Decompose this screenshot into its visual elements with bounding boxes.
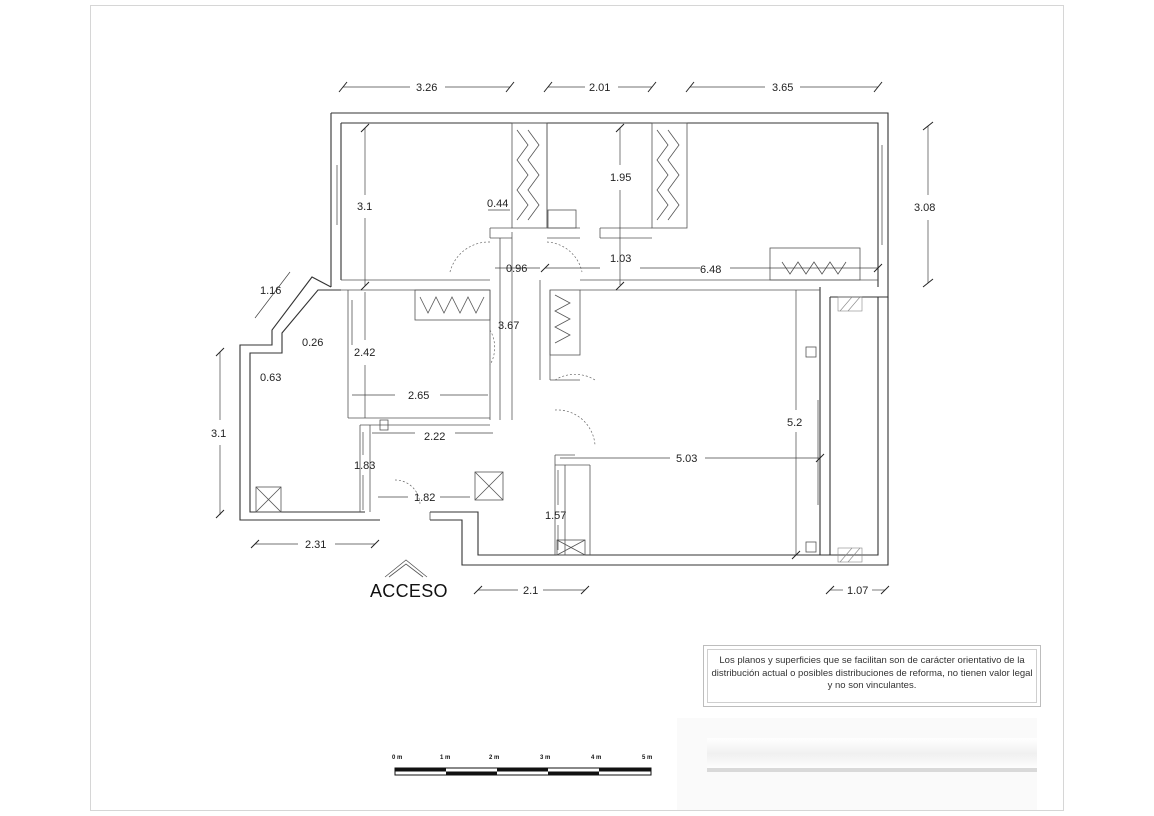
dim-top-3: 3.65 <box>772 82 793 94</box>
dim-kitchen-height: 3.1 <box>211 428 226 440</box>
dim-top-1: 3.26 <box>416 82 437 94</box>
disclaimer-box: Los planos y superficies que se facilita… <box>703 645 1041 707</box>
blurred-logo-area <box>677 718 1037 810</box>
disclaimer-text: Los planos y superficies que se facilita… <box>707 649 1037 703</box>
scale-label-4: 4 m <box>591 755 601 761</box>
scale-label-3: 3 m <box>540 755 550 761</box>
dim-entry-width: 1.82 <box>414 492 435 504</box>
dim-diag-wall: 1.16 <box>260 285 281 297</box>
dim-room-ml-height: 2.42 <box>354 347 375 359</box>
dim-room-ml-width: 2.65 <box>408 390 429 402</box>
dim-bath-width: 2.1 <box>523 585 538 597</box>
dim-right-height: 3.08 <box>914 202 935 214</box>
dim-hall-length: 3.67 <box>498 320 519 332</box>
access-label: ACCESO <box>370 581 448 601</box>
scale-label-5: 5 m <box>642 755 652 761</box>
blurred-logo-line <box>707 768 1037 772</box>
dim-closet-depth: 0.44 <box>487 198 508 210</box>
dim-hall-width: 0.96 <box>506 263 527 275</box>
blurred-logo <box>707 738 1037 770</box>
dim-living-width: 5.03 <box>676 453 697 465</box>
dim-mid-height: 1.95 <box>610 172 631 184</box>
door-swings <box>394 241 596 506</box>
dim-entry-height: 1.83 <box>354 460 375 472</box>
scale-label-1: 1 m <box>440 755 450 761</box>
dim-hall-gap: 1.03 <box>610 253 631 265</box>
dim-small-wall-2: 0.63 <box>260 372 281 384</box>
dim-small-wall-1: 0.26 <box>302 337 323 349</box>
dim-living-height: 5.2 <box>787 417 802 429</box>
dim-living-top-width: 6.48 <box>700 264 721 276</box>
scale-bar: 0 m 1 m 2 m 3 m 4 m 5 m <box>392 755 652 776</box>
dim-terrace-width: 1.07 <box>847 585 868 597</box>
scale-label-0: 0 m <box>392 755 402 761</box>
scale-label-2: 2 m <box>489 755 499 761</box>
dim-bath-height: 1.57 <box>545 510 566 522</box>
dimension-labels: 3.26 2.01 3.65 3.08 3.1 0.44 1.95 0.96 1… <box>211 82 935 597</box>
access-arrow-icon <box>384 559 428 578</box>
dim-top-2: 2.01 <box>589 82 610 94</box>
dimension-lines <box>215 81 934 595</box>
closet-hangers <box>419 129 847 344</box>
drawing-sheet <box>90 5 1064 811</box>
dim-kitchen-width: 2.31 <box>305 539 326 551</box>
interior-walls <box>255 122 883 563</box>
dim-corridor-width: 2.22 <box>424 431 445 443</box>
dim-room-tl-height: 3.1 <box>357 201 372 213</box>
